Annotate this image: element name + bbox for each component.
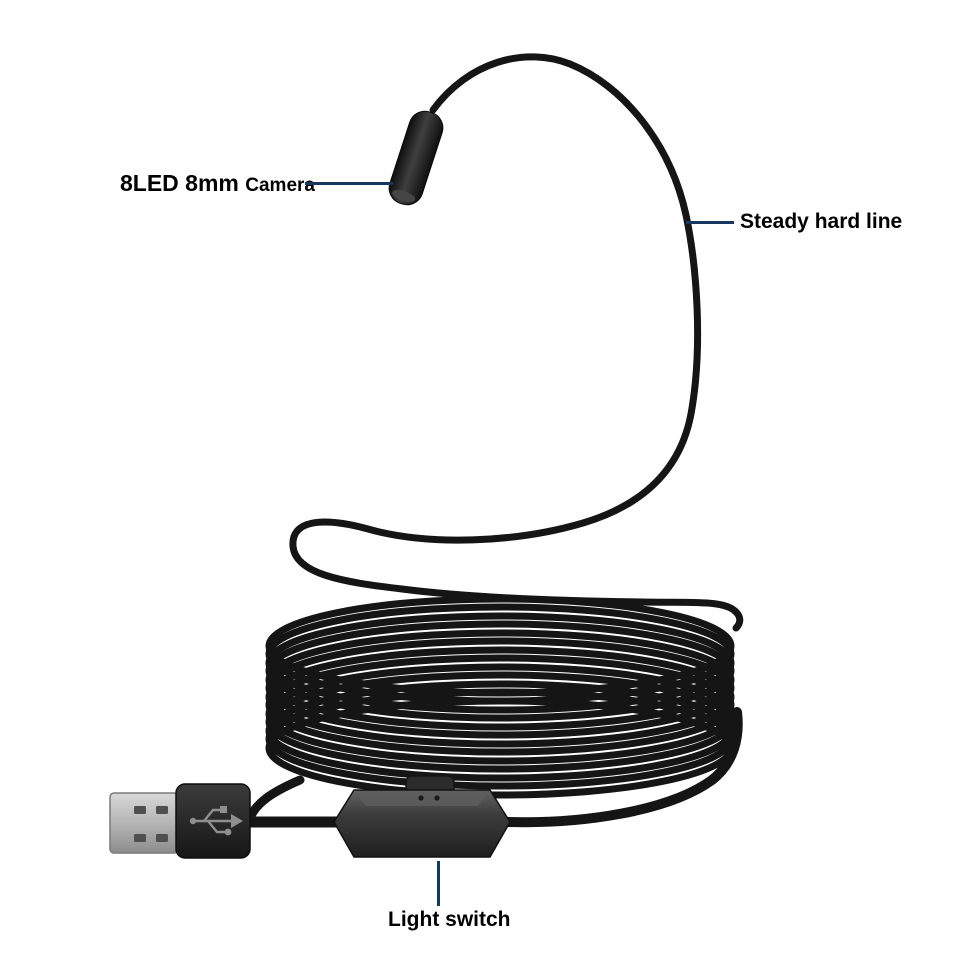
camera-lens-tip: [392, 190, 416, 203]
light-switch-body: [333, 789, 511, 858]
usb-contact-holes: [134, 806, 168, 842]
camera-label-secondary: Camera: [245, 175, 315, 196]
usb-metal-shell: [109, 792, 179, 854]
hard-line-callout-line: [686, 221, 734, 224]
usb-trident-icon: [189, 806, 243, 836]
light-switch-dot-right: [434, 795, 440, 801]
usb-connector: [109, 783, 251, 859]
light-switch-label: Light switch: [388, 908, 511, 931]
camera-head: [388, 110, 444, 206]
camera-label: 8LED 8mm Camera: [120, 170, 315, 197]
camera-callout-line: [305, 182, 393, 185]
hard-line-label: Steady hard line: [740, 210, 903, 233]
cable-coil: [265, 595, 735, 799]
cable-coil-to-usb: [245, 775, 305, 823]
light-switch-dot-left: [418, 795, 424, 801]
cable-switch-to-coil: [503, 707, 743, 828]
light-switch: [333, 775, 511, 858]
steady-hard-line-cable: [289, 53, 744, 632]
light-switch-callout-line: [437, 861, 440, 906]
camera-label-primary: 8LED 8mm: [120, 170, 239, 196]
